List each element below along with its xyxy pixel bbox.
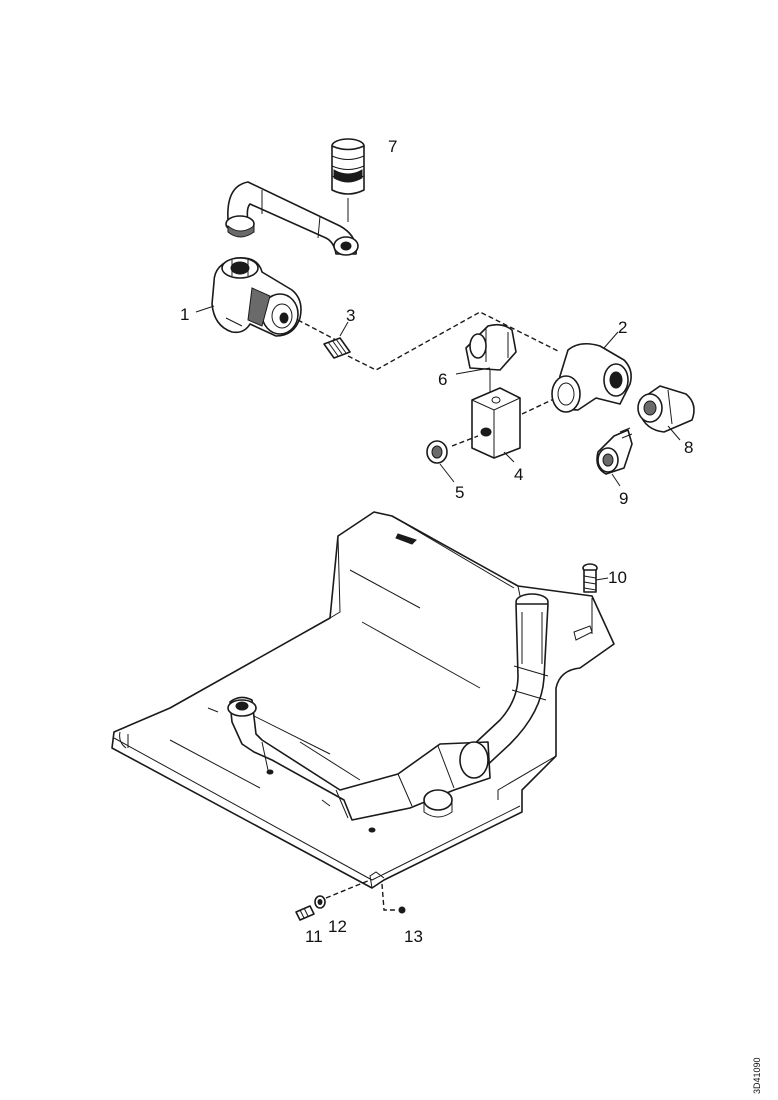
part-5-nut [426, 440, 455, 483]
callout-13: 13 [404, 927, 423, 946]
callout-8: 8 [684, 438, 693, 457]
callout-6: 6 [438, 370, 447, 389]
part-8-elbow-adapter [637, 385, 695, 441]
document-id: 3D41090 [752, 1048, 772, 1094]
document-id-text: 3D41090 [752, 1057, 762, 1094]
upper-elbow-pipe [225, 181, 359, 256]
part-13-nut [381, 883, 406, 914]
part-11-bolt [295, 905, 315, 921]
part-6-elbow-fitting [455, 323, 517, 392]
part-1-valve-body [195, 256, 302, 337]
callout-4: 4 [514, 465, 523, 484]
base-plate [111, 511, 615, 889]
part-2-tee-fitting [551, 331, 632, 413]
base-pipework [227, 593, 549, 833]
callout-2: 2 [618, 318, 627, 337]
callout-11: 11 [305, 927, 323, 946]
part-12-washer [314, 879, 371, 909]
callout-10: 10 [608, 568, 627, 587]
assembly-line-upper [297, 311, 561, 371]
callout-12: 12 [328, 917, 347, 936]
callout-7: 7 [388, 137, 397, 156]
callout-3: 3 [346, 306, 355, 325]
callout-1: 1 [180, 305, 189, 324]
part-7-threaded-cap [331, 138, 365, 222]
part-10-screw [582, 563, 609, 593]
part-4-manifold-block [451, 387, 557, 463]
part-9-elbow [596, 427, 633, 487]
callout-5: 5 [455, 483, 464, 502]
part-3-nipple [323, 321, 351, 359]
callout-9: 9 [619, 489, 628, 508]
